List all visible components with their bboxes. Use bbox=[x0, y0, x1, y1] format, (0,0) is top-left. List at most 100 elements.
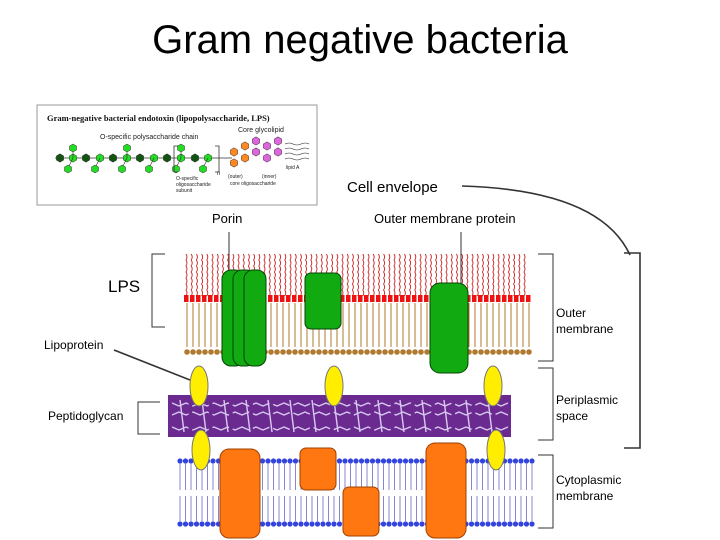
sugar-residue bbox=[64, 164, 72, 174]
lps-head bbox=[526, 295, 531, 302]
peptidoglycan-bracket bbox=[137, 401, 160, 435]
lps-chain bbox=[279, 253, 282, 297]
sugar-residue bbox=[274, 136, 282, 146]
lipoprotein bbox=[324, 365, 344, 407]
lipid-head bbox=[394, 349, 400, 355]
lps-head bbox=[484, 295, 489, 302]
lipid-head bbox=[331, 521, 337, 527]
lipid-head bbox=[490, 349, 496, 355]
lipid-head bbox=[478, 349, 484, 355]
lps-chain bbox=[346, 253, 349, 297]
cytoplasmic-label-line2: membrane bbox=[556, 489, 614, 503]
peptide-crosslink bbox=[399, 399, 405, 433]
periplasmic-label-line2: space bbox=[556, 409, 588, 423]
lps-chain bbox=[383, 253, 386, 297]
lipid-head bbox=[484, 349, 490, 355]
inner-membrane-protein bbox=[219, 448, 261, 539]
lps-head bbox=[364, 295, 369, 302]
sugar-residue bbox=[241, 141, 249, 151]
lipid-head bbox=[276, 521, 282, 527]
page-title: Gram negative bacteria bbox=[152, 18, 568, 62]
lps-chain bbox=[299, 253, 302, 297]
lps-head bbox=[292, 295, 297, 302]
lps-head bbox=[496, 295, 501, 302]
cytoplasmic-membrane-proteins bbox=[219, 442, 467, 539]
lps-head bbox=[280, 295, 285, 302]
sugar-residue bbox=[199, 164, 207, 174]
lipid-head bbox=[518, 458, 524, 464]
lipid-head bbox=[388, 349, 394, 355]
lipid-head bbox=[529, 521, 535, 527]
inner-membrane-protein bbox=[425, 442, 467, 539]
lps-head bbox=[490, 295, 495, 302]
inner-membrane-protein bbox=[299, 447, 337, 491]
lps-head bbox=[358, 295, 363, 302]
peptide-crosslink bbox=[223, 399, 229, 433]
outer-membrane-label-line2: membrane bbox=[556, 322, 614, 336]
lps-head bbox=[196, 295, 201, 302]
lps-chain bbox=[190, 253, 193, 297]
lipid-head bbox=[376, 349, 382, 355]
lps-head bbox=[370, 295, 375, 302]
lipid-head bbox=[523, 521, 530, 527]
peptidoglycan-strands bbox=[171, 399, 509, 433]
lipid-head bbox=[177, 521, 183, 527]
lipid-head bbox=[472, 349, 478, 355]
lipid-head bbox=[325, 521, 332, 527]
lipid-head bbox=[413, 458, 420, 464]
lps-head bbox=[472, 295, 477, 302]
inner-core-label: (inner) bbox=[262, 174, 277, 180]
lps-head bbox=[298, 295, 303, 302]
lps-chain bbox=[388, 253, 391, 297]
lipid-head bbox=[202, 349, 208, 355]
sugar-residue bbox=[109, 153, 117, 163]
lps-chain bbox=[273, 253, 276, 297]
lipid-head bbox=[274, 349, 280, 355]
lipid-head bbox=[292, 458, 299, 464]
lipid-head bbox=[193, 521, 200, 527]
repeat-bracket bbox=[215, 145, 220, 173]
lps-head bbox=[340, 295, 345, 302]
core-oligosaccharide-label: core oligosaccharide bbox=[230, 181, 276, 187]
lipid-head bbox=[270, 521, 277, 527]
lipid-head bbox=[287, 458, 293, 464]
lps-label: LPS bbox=[108, 277, 140, 296]
lipid-head bbox=[468, 521, 475, 527]
lipid-head bbox=[474, 521, 480, 527]
lps-head bbox=[502, 295, 507, 302]
lipid-head bbox=[370, 349, 376, 355]
lipid-head bbox=[270, 458, 277, 464]
lipid-head bbox=[518, 521, 524, 527]
lps-head bbox=[520, 295, 525, 302]
sugar-residue bbox=[123, 143, 131, 153]
sugar-residue bbox=[230, 147, 238, 157]
lipid-head bbox=[334, 349, 340, 355]
outer-membrane-protein bbox=[304, 272, 342, 330]
sugar-residue bbox=[145, 164, 153, 174]
lipid-head bbox=[336, 458, 343, 464]
lipid-head bbox=[402, 458, 409, 464]
lipid-head bbox=[259, 458, 266, 464]
lps-chain bbox=[341, 253, 344, 297]
peptide-crosslink bbox=[289, 399, 295, 433]
lps-head bbox=[352, 295, 357, 302]
peptide-crosslink bbox=[377, 399, 383, 433]
fatty-acid-tail bbox=[284, 147, 310, 151]
lipid-head bbox=[310, 349, 316, 355]
fatty-acid-tail bbox=[284, 157, 310, 161]
sugar-residue bbox=[56, 153, 64, 163]
sugar-residue bbox=[191, 153, 199, 163]
lps-chain bbox=[481, 253, 484, 297]
lps-chain bbox=[523, 253, 526, 297]
lps-chain bbox=[284, 253, 287, 297]
lipid-head bbox=[316, 349, 322, 355]
lps-chain bbox=[367, 253, 370, 297]
subunit-label-line1: O-specific bbox=[176, 176, 199, 182]
lps-chain bbox=[403, 253, 406, 297]
lipid-head bbox=[314, 521, 321, 527]
lps-head bbox=[514, 295, 519, 302]
lps-chain bbox=[398, 253, 401, 297]
sugar-residue bbox=[241, 153, 249, 163]
lipid-head bbox=[280, 349, 286, 355]
lipid-head bbox=[292, 349, 298, 355]
